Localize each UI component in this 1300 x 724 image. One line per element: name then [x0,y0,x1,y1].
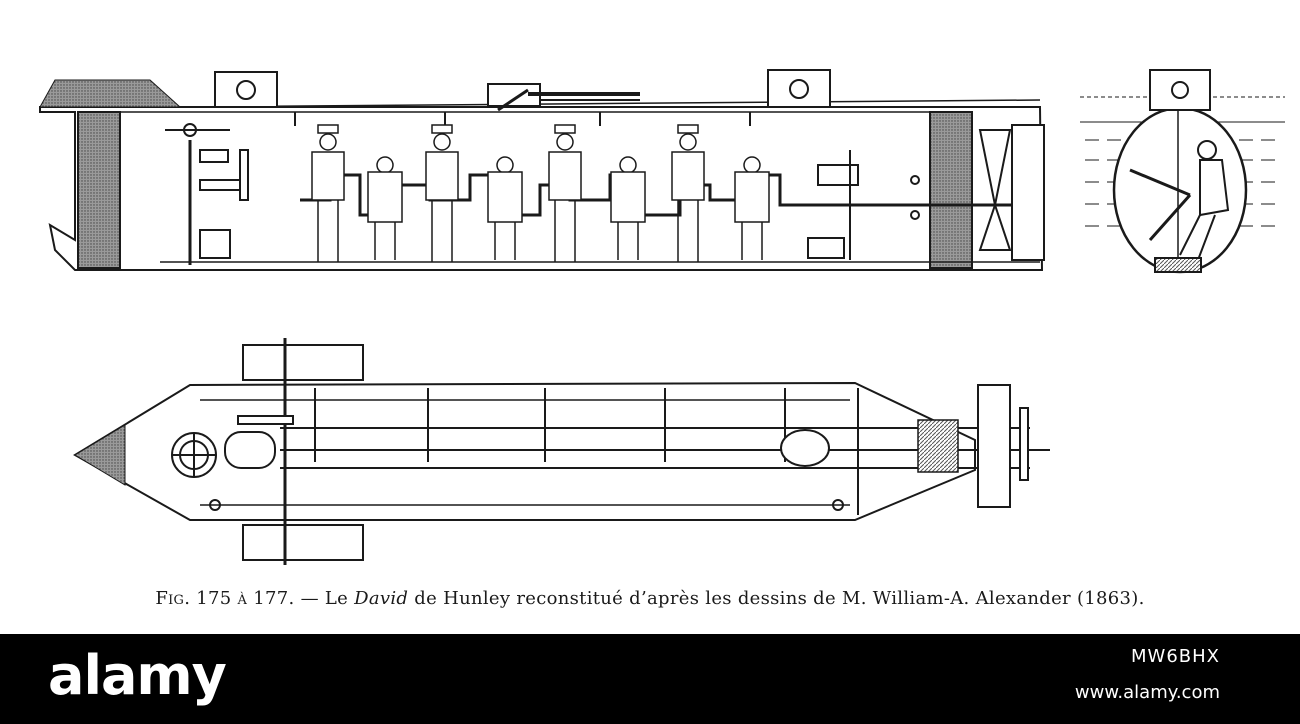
submarine-drawings [39,69,1285,565]
site-url-label: www.alamy.com [1074,682,1220,703]
section-conning-tower [1149,69,1211,111]
forward-dive-plane-bottom [242,524,364,561]
alamy-logo: alamy [48,644,227,707]
propeller [978,129,1012,206]
rudder-plan [977,384,1011,508]
image-id-label: MW6BHX [1131,646,1220,667]
forward-dive-plane-top [242,344,364,381]
vessel-name: David [354,588,409,609]
crew-figures [311,124,770,262]
forward-hatch-plan [224,431,276,469]
aft-ballast-tank [929,111,973,269]
figure-caption: Fig. 175 à 177. — Le David de Hunley rec… [0,588,1300,622]
caption-text: de Hunley reconstitué d’après les dessin… [408,588,1145,609]
bow-shading [39,79,182,108]
aft-conning-tower [767,69,831,108]
forward-conning-tower [214,71,278,108]
cross-section-view [1080,69,1285,274]
forward-ballast-tank [77,111,121,269]
plan-view [73,338,1050,565]
side-elevation-view [39,69,1045,271]
hull-plan-outline [73,381,976,521]
engraving-figure: Fig. 175 à 177. — Le David de Hunley rec… [0,69,1300,622]
figure-number: Fig. 175 à 177. [155,588,295,609]
aft-hatch-plan [780,429,830,467]
watermark-banner [0,634,1300,724]
caption-dash: — Le [294,588,355,609]
bow-plan-shading [74,424,126,486]
